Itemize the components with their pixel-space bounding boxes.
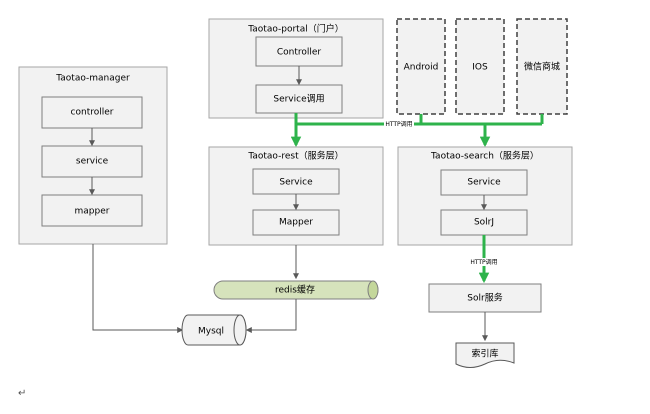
search-solrj-label: SolrJ bbox=[474, 218, 494, 228]
manager-title: Taotao-manager bbox=[55, 74, 130, 84]
manager-panel: Taotao-manager controller service mapper bbox=[18, 66, 168, 245]
rest-mapper-box: Mapper bbox=[252, 209, 340, 236]
portal-service-label: Service调用 bbox=[273, 94, 324, 105]
rest-mapper-label: Mapper bbox=[279, 218, 313, 228]
manager-service-label: service bbox=[76, 157, 109, 167]
redis-to-mysql-arrow bbox=[245, 299, 297, 333]
portal-controller-label: Controller bbox=[277, 48, 322, 58]
manager-service-box: service bbox=[41, 145, 143, 178]
search-solrj-box: SolrJ bbox=[440, 209, 528, 236]
redis-cache: redis缓存 bbox=[213, 280, 379, 300]
search-service-box: Service bbox=[440, 169, 528, 196]
http-connectors-top bbox=[290, 113, 544, 148]
search-title: Taotao-search（服务层） bbox=[430, 150, 539, 162]
http-label-top: HTTP调用 bbox=[385, 120, 412, 128]
manager-to-mysql-arrow bbox=[92, 244, 184, 333]
search-service-label: Service bbox=[467, 178, 501, 188]
portal-service-box: Service调用 bbox=[255, 84, 343, 114]
rest-title: Taotao-rest（服务层） bbox=[247, 150, 343, 162]
manager-controller-box: controller bbox=[41, 96, 143, 129]
manager-mapper-box: mapper bbox=[41, 194, 143, 227]
redis-label: redis缓存 bbox=[275, 284, 315, 296]
solr-service-box: Solr服务 bbox=[428, 283, 542, 313]
http-label-solr: HTTP调用 bbox=[470, 258, 497, 266]
manager-controller-label: controller bbox=[71, 108, 114, 118]
mysql-database: Mysql bbox=[181, 314, 247, 346]
http-solr-label-bg bbox=[468, 258, 500, 266]
mysql-label: Mysql bbox=[198, 327, 224, 337]
rest-service-box: Service bbox=[252, 168, 340, 195]
android-client-box: Android bbox=[396, 18, 446, 115]
portal-panel: Taotao-portal（门户） Controller Service调用 bbox=[208, 18, 384, 119]
ios-label: IOS bbox=[472, 63, 488, 73]
index-library: 索引库 bbox=[455, 342, 515, 368]
manager-mapper-label: mapper bbox=[75, 207, 110, 217]
search-panel: Taotao-search（服务层） Service SolrJ bbox=[397, 146, 573, 246]
rest-service-label: Service bbox=[279, 178, 313, 188]
wechat-label: 微信商城 bbox=[524, 61, 560, 73]
index-library-label: 索引库 bbox=[471, 348, 498, 360]
return-mark: ↵ bbox=[18, 388, 26, 399]
android-label: Android bbox=[404, 63, 439, 73]
solr-service-label: Solr服务 bbox=[467, 292, 502, 304]
wechat-client-box: 微信商城 bbox=[516, 18, 568, 115]
http-label-bg bbox=[384, 120, 414, 128]
ios-client-box: IOS bbox=[455, 18, 505, 115]
portal-title: Taotao-portal（门户） bbox=[247, 23, 343, 35]
portal-controller-box: Controller bbox=[255, 36, 343, 67]
